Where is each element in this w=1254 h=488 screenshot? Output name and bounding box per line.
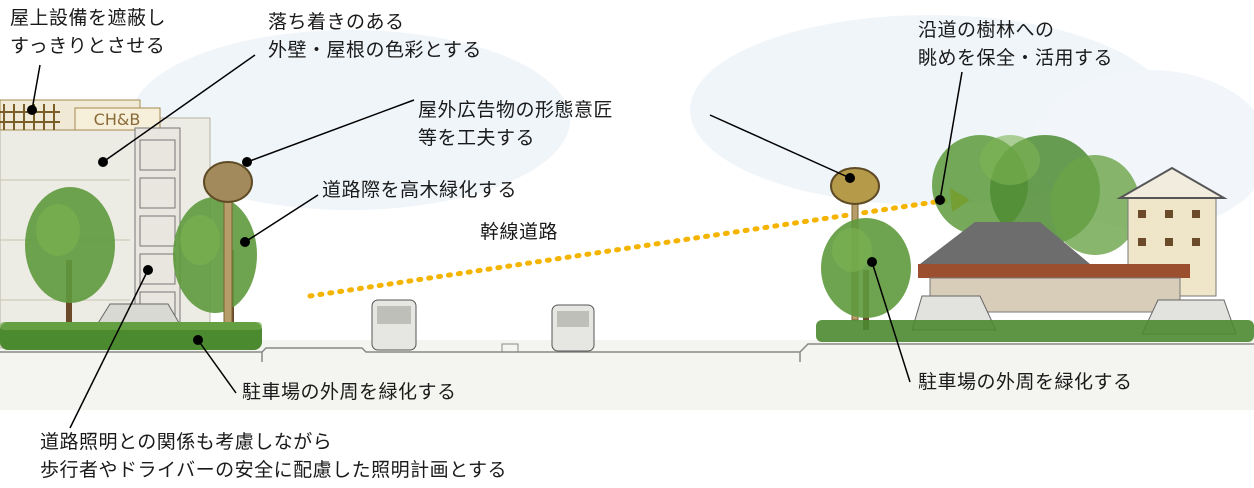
label-signage: 屋外広告物の形態意匠 等を工夫する [418,96,613,152]
left-tree-1 [25,187,115,330]
right-hedge [816,320,1254,342]
left-hedge [0,322,262,350]
leader-dots [27,105,945,345]
leader-lines [31,54,963,429]
label-lighting: 道路照明との関係も考慮しながら 歩行者やドライバーの安全に配慮した照明計画とする [40,428,507,484]
label-view-trees-line2: 眺めを保全・活用する [918,47,1114,69]
label-parking-right: 駐車場の外周を緑化する [918,371,1133,393]
label-trunk-road: 幹線道路 [480,221,559,243]
label-street-trees: 道路際を高木緑化する [322,179,518,201]
label-lighting-line1: 道路照明との関係も考慮しながら [40,431,333,453]
left-sign-pole [203,161,253,331]
right-tree [821,218,911,330]
label-view-trees-line1: 沿道の樹林への [918,19,1055,41]
label-rooftop-line2: すっきりとさせる [10,35,166,57]
road-section [0,340,1254,410]
label-signage-line2: 等を工夫する [418,127,536,149]
building-sign-text: CH&B [94,110,141,129]
label-view-trees: 沿道の樹林への 眺めを保全・活用する [918,16,1113,72]
right-woods [932,135,1140,255]
label-rooftop-line1: 屋上設備を遮蔽し [10,7,167,29]
bus-right [551,304,595,352]
label-facade-color-line1: 落ち着きのある [268,11,405,33]
label-facade-color: 落ち着きのある 外壁・屋根の色彩とする [268,8,482,64]
label-rooftop: 屋上設備を遮蔽し すっきりとさせる [10,4,166,60]
label-lighting-line2: 歩行者やドライバーの安全に配慮した照明計画とする [40,459,508,481]
label-signage-line1: 屋外広告物の形態意匠 [418,99,614,121]
label-facade-color-line2: 外壁・屋根の色彩とする [268,39,482,61]
label-parking-left: 駐車場の外周を緑化する [242,381,457,403]
bus-left [371,299,417,351]
